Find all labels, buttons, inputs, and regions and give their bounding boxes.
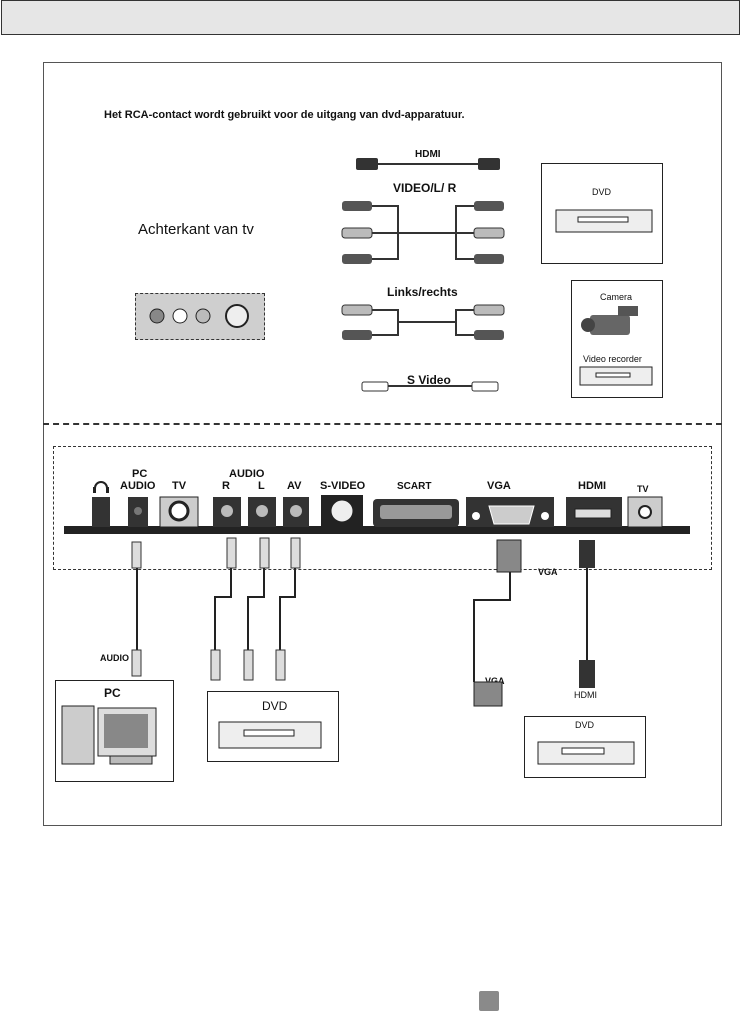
port-label-vga: VGA [487,480,511,492]
port-label-hdmi: HDMI [578,480,607,492]
pc-icon [61,705,157,765]
section-divider [43,423,722,425]
vga-plug-label-top: VGA [538,567,558,577]
port-label-audio-l: L [258,480,265,492]
port-label-tv-right: TV [637,484,649,494]
tv-panel-outline [53,446,712,570]
port-label-s-video: S-VIDEO [320,480,366,492]
hdmi-plug-icon [356,158,500,170]
rca-cable-bundle [210,537,301,681]
dvd-label-left: DVD [262,699,288,713]
headphone-footer-icon [479,991,499,1011]
pc-label: PC [104,686,121,700]
headphone-icon [93,481,109,493]
port-label-audio-r: R [222,480,230,492]
port-label-pc-audio: AUDIO [120,480,156,492]
left-right-cable-label: Links/rechts [387,285,458,299]
dvd-label-right: DVD [575,720,595,730]
video-lr-cable-label: VIDEO/L/ R [393,181,457,195]
dvd-label-top: DVD [592,187,612,197]
port-label-audio: AUDIO [229,468,265,480]
camera-label: Camera [600,292,633,302]
port-label-scart: SCART [397,481,432,492]
port-label-tv-left: TV [172,480,187,492]
diagram-frame [43,62,722,826]
vga-plug-icon [473,539,522,707]
audio-plug-label: AUDIO [100,653,129,663]
header-bar [1,0,740,35]
port-label-pc: PC [132,468,148,480]
camera-icon [581,306,638,335]
video-recorder-label: Video recorder [583,354,642,364]
s-video-cable-label: S Video [407,373,451,387]
dvd-player-icon [555,209,653,233]
intro-text: Het RCA-contact wordt gebruikt voor de u… [104,109,465,121]
vga-plug-label-bottom: VGA [485,676,505,686]
port-label-av: AV [287,480,302,492]
hdmi-cable-label: HDMI [415,149,441,160]
hdmi-plug-label: HDMI [574,690,597,700]
back-of-tv-label: Achterkant van tv [138,221,254,238]
